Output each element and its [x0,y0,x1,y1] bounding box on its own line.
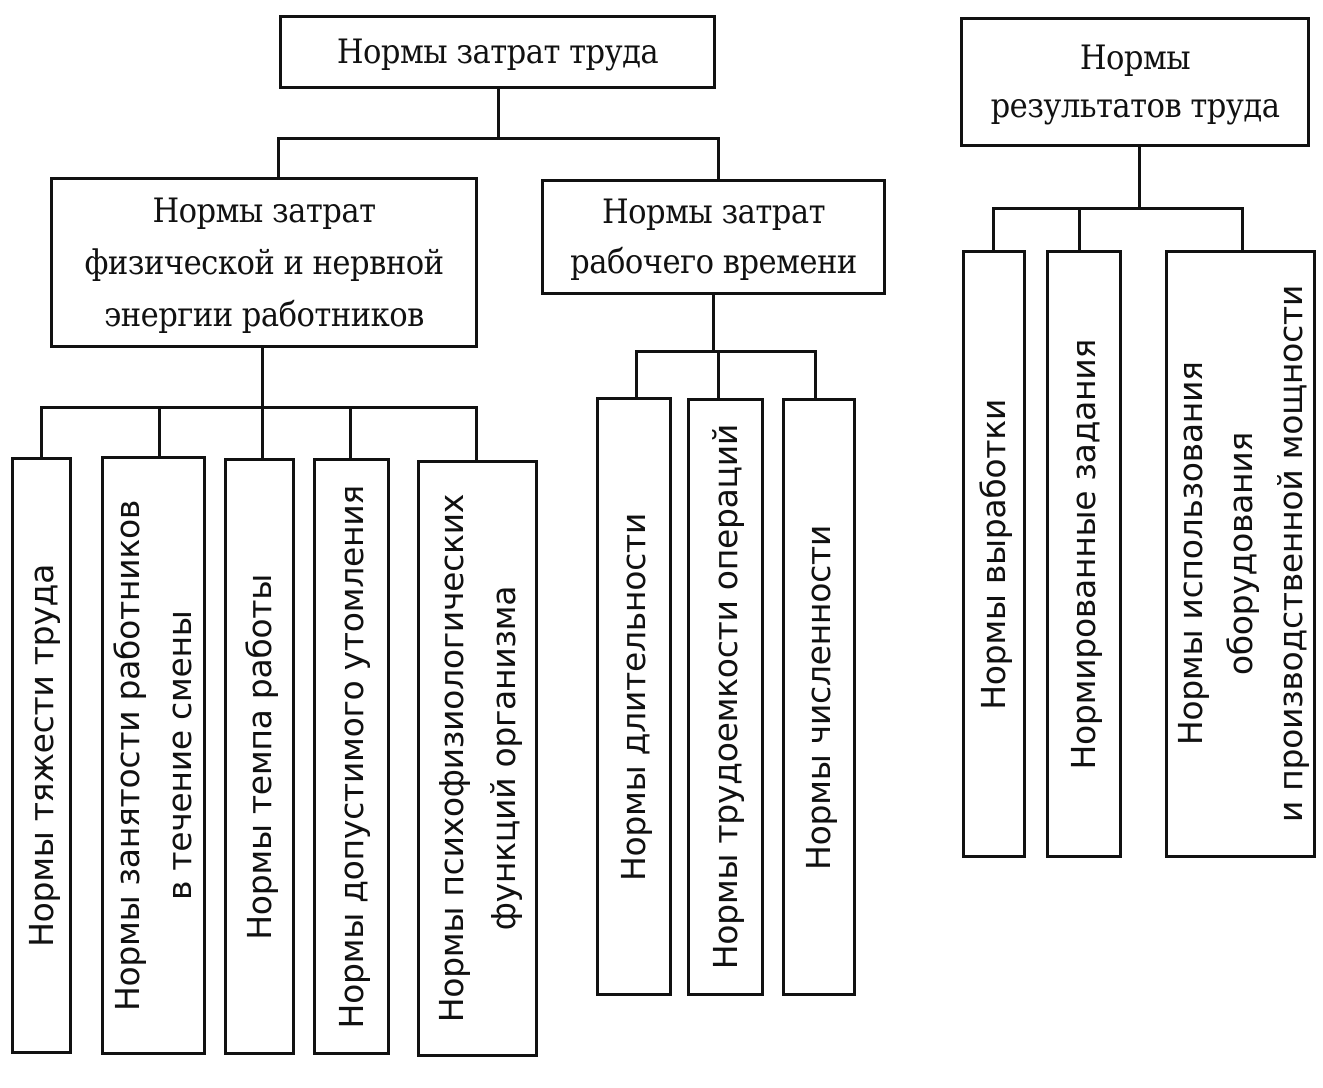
connector-line [158,406,161,458]
connector-line [992,207,995,252]
node-physical-energy-label: Нормы затрат физической и нервной энерги… [84,190,444,335]
node-headcount-norms-label: Нормы численности [799,524,838,870]
node-labor-costs: Нормы затрат труда [279,15,716,89]
node-output-norms-label: Нормы выработки [974,398,1013,710]
node-fatigue-norms: Нормы допустимого утомления [313,458,390,1055]
node-labor-intensity-norms-label: Нормы трудоемкости операций [705,424,745,970]
node-severity-norms-label: Нормы тяжести труда [21,564,61,947]
node-working-time-label: Нормы затрат рабочего времени [570,192,857,282]
connector-line [277,137,280,179]
connector-line [475,406,478,462]
node-pace-norms-label: Нормы темпа работы [239,573,279,940]
node-labor-results: Нормы результатов труда [960,17,1310,147]
node-labor-costs-label: Нормы затрат труда [336,32,659,72]
connector-line [1138,145,1141,208]
connector-line [261,346,264,408]
node-duration-norms: Нормы длительности [596,397,672,996]
connector-line [712,294,715,351]
connector-line [635,350,817,353]
node-output-norms: Нормы выработки [962,250,1026,858]
node-normalized-tasks-label: Нормированные задания [1064,338,1103,770]
node-psychophysiological-norms-label: Нормы психофизиологических функций орган… [431,494,523,1023]
connector-line [497,88,500,138]
node-normalized-tasks: Нормированные задания [1046,250,1122,858]
node-psychophysiological-norms: Нормы психофизиологических функций орган… [417,460,538,1057]
connector-line [277,137,720,140]
node-employment-norms-label: Нормы занятости работников в течение сме… [107,499,199,1012]
connector-line [1241,207,1244,252]
connector-line [717,137,720,181]
node-pace-norms: Нормы темпа работы [224,458,295,1055]
connector-line [40,406,43,459]
node-severity-norms: Нормы тяжести труда [11,457,72,1054]
connector-line [1078,207,1081,252]
connector-line [992,207,1244,210]
node-equipment-utilization-norms-label: Нормы использования оборудования и произ… [1170,285,1310,823]
node-labor-results-label: Нормы результатов труда [990,38,1280,126]
node-headcount-norms: Нормы численности [782,398,856,996]
node-duration-norms-label: Нормы длительности [614,512,653,881]
node-physical-energy: Нормы затрат физической и нервной энерги… [50,177,478,348]
connector-line [814,350,817,400]
node-working-time: Нормы затрат рабочего времени [541,179,886,295]
node-equipment-utilization-norms: Нормы использования оборудования и произ… [1165,250,1316,858]
node-labor-intensity-norms: Нормы трудоемкости операций [687,398,764,996]
node-employment-norms: Нормы занятости работников в течение сме… [101,456,206,1055]
connector-line [40,406,478,409]
connector-line [261,406,264,460]
connector-line [349,406,352,460]
node-fatigue-norms-label: Нормы допустимого утомления [331,484,371,1029]
connector-line [717,350,720,400]
connector-line [635,350,638,399]
